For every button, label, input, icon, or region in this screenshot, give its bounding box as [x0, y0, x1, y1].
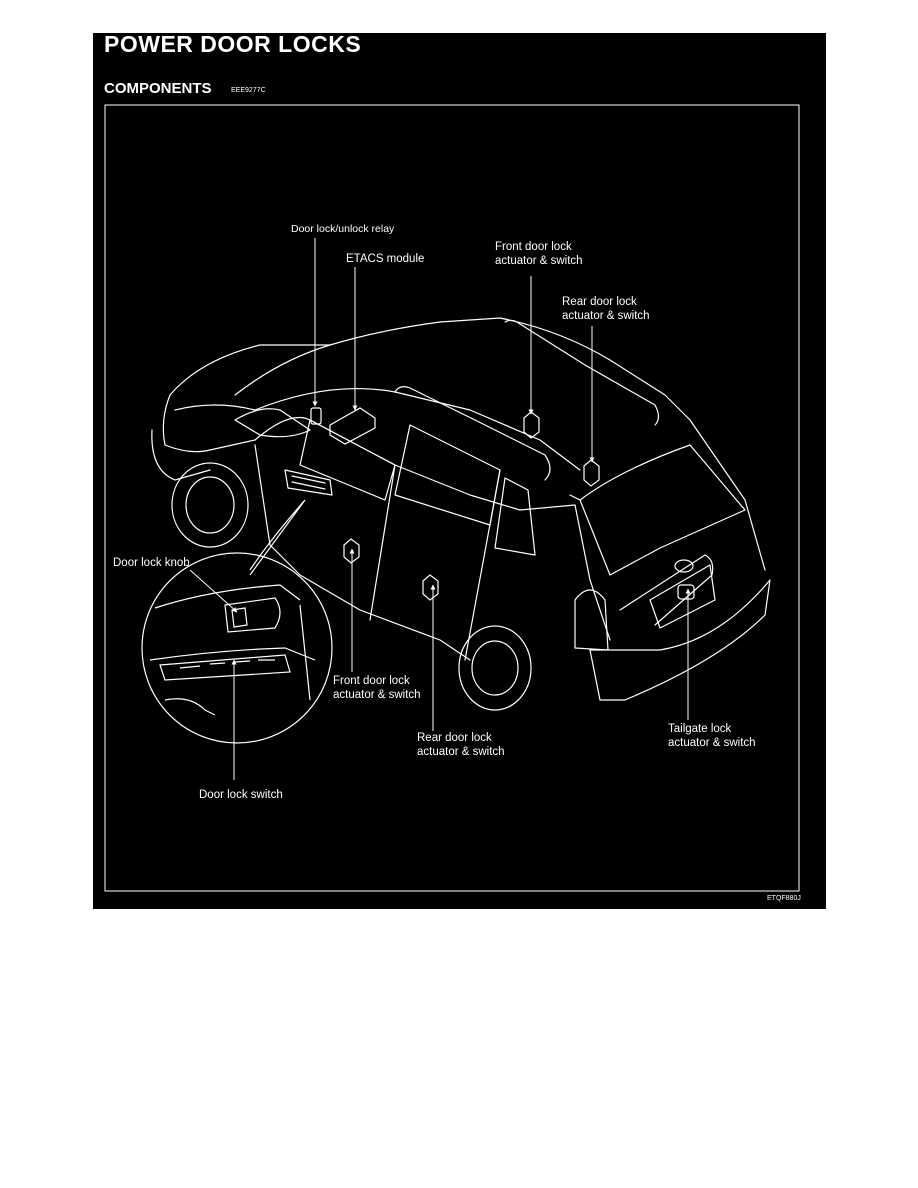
relay-marker: [310, 407, 322, 425]
inset-callout: [249, 499, 306, 576]
label-rear-door-lock-actuator-bottom: Rear door lock actuator & switch: [417, 732, 505, 758]
detail-inset: [141, 499, 333, 744]
component-markers: [310, 407, 695, 601]
etacs-module-marker: [329, 407, 376, 445]
page-title: POWER DOOR LOCKS: [104, 31, 362, 57]
diagram-sheet: [93, 33, 826, 909]
vehicle-body: [151, 317, 771, 711]
section-code: EEE9277C: [231, 87, 266, 94]
section-title: COMPONENTS: [104, 80, 212, 97]
rear-door-actuator-marker-bottom: [422, 574, 439, 601]
label-door-lock-unlock-relay: Door lock/unlock relay: [291, 223, 395, 235]
inset-circle: [141, 552, 333, 744]
label-door-lock-switch: Door lock switch: [199, 789, 283, 801]
label-tailgate-lock-actuator: Tailgate lock actuator & switch: [668, 723, 756, 749]
figure-code: ETQF880J: [767, 895, 801, 902]
label-etacs-module: ETACS module: [346, 253, 425, 265]
label-door-lock-knob: Door lock knob: [113, 557, 190, 569]
label-front-door-lock-actuator-top: Front door lock actuator & switch: [495, 241, 583, 267]
front-door-actuator-marker-bottom: [343, 538, 360, 564]
leader-lines: [189, 238, 691, 780]
label-front-door-lock-actuator-bottom: Front door lock actuator & switch: [333, 675, 421, 701]
rear-door-actuator-marker-top: [583, 459, 600, 487]
diagram-frame: [104, 104, 800, 892]
front-door-actuator-marker-top: [523, 411, 540, 439]
tailgate-actuator-marker: [677, 584, 695, 600]
label-rear-door-lock-actuator-top: Rear door lock actuator & switch: [562, 296, 650, 322]
knob-leader: [189, 569, 238, 613]
